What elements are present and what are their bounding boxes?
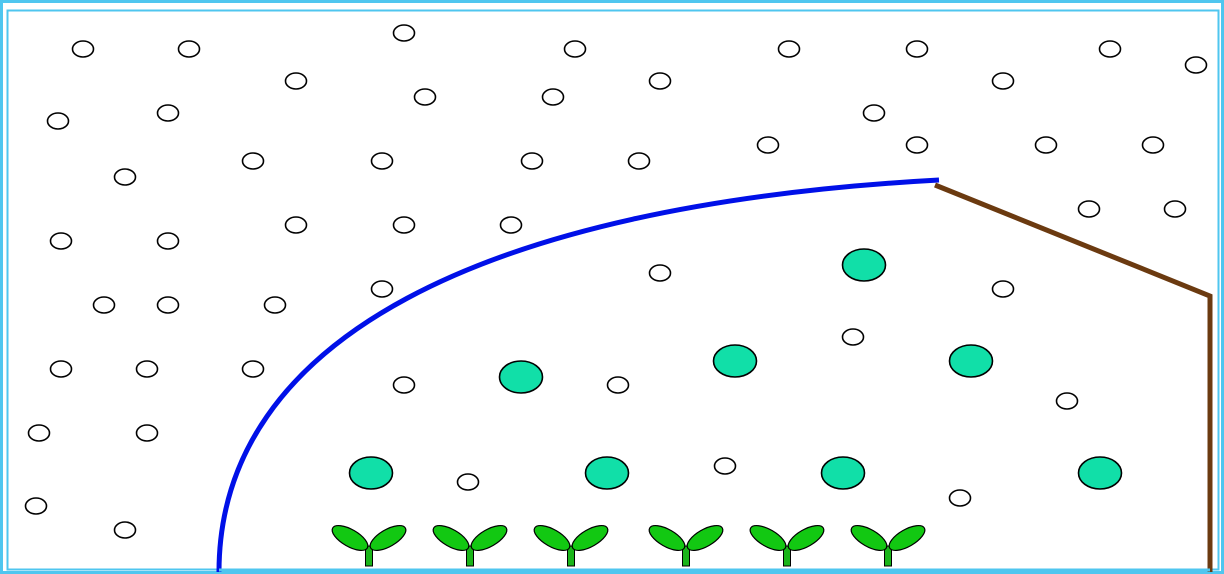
small-particle	[265, 297, 286, 313]
small-particle	[843, 329, 864, 345]
small-particle	[779, 41, 800, 57]
small-particle	[372, 281, 393, 297]
small-particle	[29, 425, 50, 441]
small-particle	[415, 89, 436, 105]
small-particle	[650, 73, 671, 89]
small-particle	[522, 153, 543, 169]
small-particle	[458, 474, 479, 490]
small-particle	[993, 281, 1014, 297]
small-particle	[51, 233, 72, 249]
small-particle	[907, 41, 928, 57]
small-particle	[1165, 201, 1186, 217]
small-particle	[26, 498, 47, 514]
small-particle	[48, 113, 69, 129]
small-particle	[179, 41, 200, 57]
small-particle	[158, 105, 179, 121]
small-particle	[608, 377, 629, 393]
small-particle	[394, 25, 415, 41]
small-particle	[73, 41, 94, 57]
small-particle	[501, 217, 522, 233]
small-particle	[158, 297, 179, 313]
small-particle	[1036, 137, 1057, 153]
large-particle	[843, 249, 886, 281]
large-particle	[500, 361, 543, 393]
small-particle	[1057, 393, 1078, 409]
small-particle	[137, 361, 158, 377]
small-particle	[286, 217, 307, 233]
small-particle	[243, 361, 264, 377]
small-particle	[950, 490, 971, 506]
small-particle	[1079, 201, 1100, 217]
small-particle	[137, 425, 158, 441]
large-particle	[714, 345, 757, 377]
small-particle	[864, 105, 885, 121]
small-particle	[993, 73, 1014, 89]
small-particle	[1186, 57, 1207, 73]
small-particle	[650, 265, 671, 281]
large-particle	[350, 457, 393, 489]
small-particle	[286, 73, 307, 89]
small-particle	[1100, 41, 1121, 57]
small-particle	[715, 458, 736, 474]
small-particle	[243, 153, 264, 169]
large-particle	[586, 457, 629, 489]
small-particle	[1143, 137, 1164, 153]
small-particle	[629, 153, 650, 169]
small-particle	[115, 169, 136, 185]
small-particle	[158, 233, 179, 249]
large-particle	[1079, 457, 1122, 489]
small-particle	[372, 153, 393, 169]
large-particle	[950, 345, 993, 377]
small-particle	[51, 361, 72, 377]
small-particle	[543, 89, 564, 105]
small-particle	[394, 377, 415, 393]
small-particle	[115, 522, 136, 538]
large-particle	[822, 457, 865, 489]
small-particle	[758, 137, 779, 153]
small-particle	[394, 217, 415, 233]
small-particle	[94, 297, 115, 313]
small-particle	[565, 41, 586, 57]
small-particle	[907, 137, 928, 153]
